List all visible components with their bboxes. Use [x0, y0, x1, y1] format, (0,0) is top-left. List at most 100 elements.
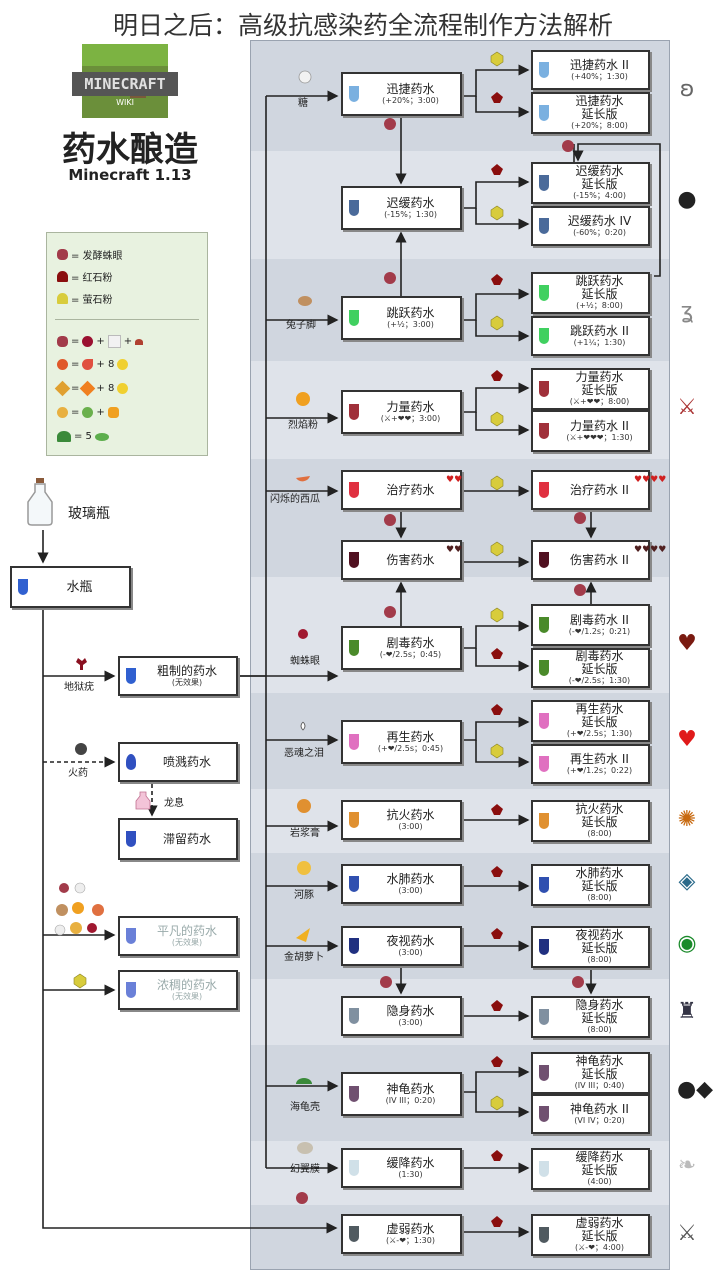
- bottle-icon: [349, 938, 359, 954]
- sugar-icon: [107, 335, 121, 348]
- fermented-spider-eye-icon: [384, 606, 396, 618]
- potion-stat: (-❤/1.2s；0:21): [568, 626, 631, 636]
- glass-bottle-icon: [27, 478, 53, 526]
- potion-stat: (-60%；0:20): [573, 227, 626, 237]
- ingredient-label: 海龟壳: [290, 1102, 320, 1113]
- potion-night: 夜视药水(3:00): [341, 926, 462, 966]
- glowstone-icon: [490, 541, 504, 557]
- fermented-spider-eye-icon: [57, 249, 68, 260]
- potion-name: 虚弱药水 延长版: [575, 1216, 624, 1243]
- bottle-icon: [349, 86, 359, 102]
- potion-name: 力量药水 延长版: [575, 370, 624, 397]
- ingredient-label: 兔子脚: [286, 320, 316, 331]
- phantom-membrane-icon: [297, 1142, 313, 1154]
- glowstone-icon: [490, 315, 504, 331]
- bottle-icon: [539, 713, 549, 729]
- bottle-icon: [539, 552, 549, 568]
- fermented-spider-eye-icon: [574, 584, 586, 596]
- potion-turtle-ext: 神龟药水 延长版(IV III；0:40): [531, 1052, 650, 1094]
- potion-name: 迟缓药水: [386, 195, 435, 210]
- potion-turtle2: 神龟药水 II(VI IV；0:20): [531, 1094, 650, 1134]
- potion-leap: 跳跃药水(+½；3:00): [341, 296, 462, 340]
- potion-stat: (⚔+❤❤；3:00): [380, 413, 441, 423]
- potion-water: 水肺药水(3:00): [341, 864, 462, 904]
- bottle-icon: [349, 734, 359, 750]
- potion-name: 力量药水: [386, 399, 435, 414]
- ingredient-label: 幻翼膜: [290, 1164, 320, 1175]
- logo-subtext: WIKI: [116, 98, 134, 107]
- melon-slice-icon: [82, 359, 94, 370]
- potion-slowfall-ext: 缓降药水 延长版(4:00): [531, 1148, 650, 1190]
- potion-stat: (IV III；0:40): [574, 1081, 625, 1090]
- ingredient-label: 金胡萝卜: [284, 952, 324, 963]
- heart-icon: ♥: [677, 727, 697, 752]
- redstone-icon: [491, 274, 503, 285]
- bottle-icon: [349, 310, 359, 326]
- potion-stat: (⚔+❤❤❤；1:30): [566, 432, 633, 442]
- fermented-spider-eye-icon: [572, 976, 584, 988]
- bottle-icon: [349, 812, 359, 828]
- glowstone-icon: [490, 607, 504, 623]
- fermented-spider-eye-icon: [574, 512, 586, 524]
- potion-stat: (8:00): [587, 955, 612, 964]
- ingredient-label: 烈焰粉: [288, 420, 318, 431]
- potion-slowfall: 缓降药水(1:30): [341, 1148, 462, 1188]
- potion-poison: 剧毒药水(-❤/2.5s；0:45): [341, 626, 462, 670]
- potion-stat: (+20%；8:00): [571, 121, 628, 130]
- glowstone-icon: [490, 743, 504, 759]
- recipe-row: =++: [57, 335, 144, 348]
- potion-name: 跳跃药水: [386, 305, 435, 320]
- potion-stat: (⚔-❤；4:00): [575, 1243, 624, 1252]
- bottle-icon: [539, 285, 549, 301]
- potion-name: 隐身药水 延长版: [575, 998, 624, 1025]
- glowstone-icon: [490, 205, 504, 221]
- bottle-icon: [539, 617, 549, 633]
- glowstone-icon: [490, 51, 504, 67]
- potion-invis-ext: 隐身药水 延长版(8:00): [531, 996, 650, 1038]
- spider-eye-icon: [298, 629, 308, 639]
- potion-name: 缓降药水 延长版: [575, 1150, 624, 1177]
- redstone-icon: [491, 1000, 503, 1011]
- glowstone-icon: [490, 475, 504, 491]
- potion-swift2: 迅捷药水 II(+40%；1:30): [531, 50, 650, 90]
- potion-invis: 隐身药水(3:00): [341, 996, 462, 1036]
- potion-stat: (-❤/2.5s；1:30): [568, 676, 631, 685]
- redstone-icon: [491, 704, 503, 715]
- potion-water-bottle: 水瓶: [10, 566, 131, 608]
- potion-name: 迅捷药水 延长版: [575, 94, 624, 121]
- bottle-icon: [349, 640, 359, 656]
- redstone-icon: [491, 866, 503, 877]
- potion-name: 水肺药水: [386, 871, 435, 886]
- potion-name: 神龟药水: [386, 1081, 435, 1096]
- potion-stat: (IV III；0:20): [385, 1095, 436, 1105]
- potion-stat: (3:00): [398, 1017, 423, 1027]
- bottle-icon: [126, 831, 136, 847]
- recipe-row: = 5: [57, 431, 109, 442]
- potion-stat: (+½；8:00): [576, 301, 623, 310]
- turtle-shell-icon: [57, 431, 71, 442]
- potion-leap2: 跳跃药水 II(+1¼；1:30): [531, 316, 650, 356]
- bottle-icon: [539, 939, 549, 955]
- potion-strength2: 力量药水 II(⚔+❤❤❤；1:30): [531, 410, 650, 452]
- nether-wart-icon: [76, 658, 87, 670]
- potion-stat: (+1¼；1:30): [573, 337, 626, 347]
- bottle-icon: [539, 660, 549, 676]
- redstone-icon: [491, 1150, 503, 1161]
- strength-icon: ⚔: [677, 395, 697, 420]
- bottle-icon: [539, 1106, 549, 1122]
- pufferfish-icon: [297, 861, 311, 875]
- potion-name: 缓降药水: [386, 1155, 435, 1170]
- golden-carrot-icon: [296, 928, 310, 942]
- potion-night-ext: 夜视药水 延长版(8:00): [531, 926, 650, 968]
- potion-strength: 力量药水(⚔+❤❤；3:00): [341, 390, 462, 434]
- potion-name: 跳跃药水 II: [570, 323, 629, 338]
- heart-stack-icon: ♥♥: [446, 475, 463, 485]
- potion-heal2: 治疗药水 II♥♥♥♥: [531, 470, 666, 510]
- fermented-spider-eye-icon: [562, 140, 574, 152]
- potion-stat: (+❤/2.5s；1:30): [566, 729, 633, 738]
- potion-name: 迟缓药水 IV: [567, 213, 632, 228]
- potion-heal: 治疗药水♥♥: [341, 470, 462, 510]
- potion-name: 剧毒药水: [386, 635, 435, 650]
- potion-name: 迟缓药水 延长版: [575, 164, 624, 191]
